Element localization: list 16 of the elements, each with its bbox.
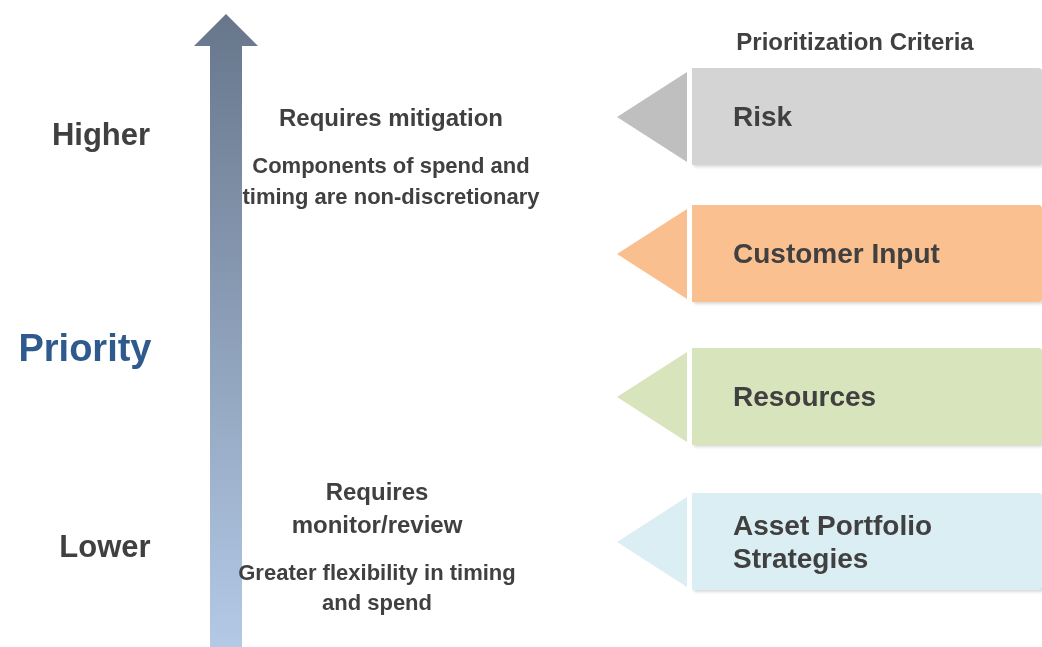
heading: Prioritization Criteria [735, 27, 975, 57]
axis-title: Priority [17, 326, 153, 371]
priority-level-label: Lower [58, 528, 152, 566]
criteria-box [692, 68, 1042, 165]
description-text: Components of spend and timing are non-discretionary [241, 152, 541, 211]
description-text: Greater flexibility in timing and spend [237, 559, 517, 617]
criteria-box [692, 493, 1042, 590]
criteria-box [692, 348, 1042, 445]
priority-level-label: Higher [50, 116, 152, 154]
criteria-label: Customer Input [733, 237, 941, 270]
description-text: Requires mitigation [278, 103, 504, 133]
criteria-label: Risk [733, 100, 794, 133]
criteria-label: Resources [733, 380, 878, 413]
description-text: Requires monitor/review [290, 477, 464, 540]
criteria-box [692, 205, 1042, 302]
criteria-label: Asset Portfolio Strategies [733, 508, 934, 575]
